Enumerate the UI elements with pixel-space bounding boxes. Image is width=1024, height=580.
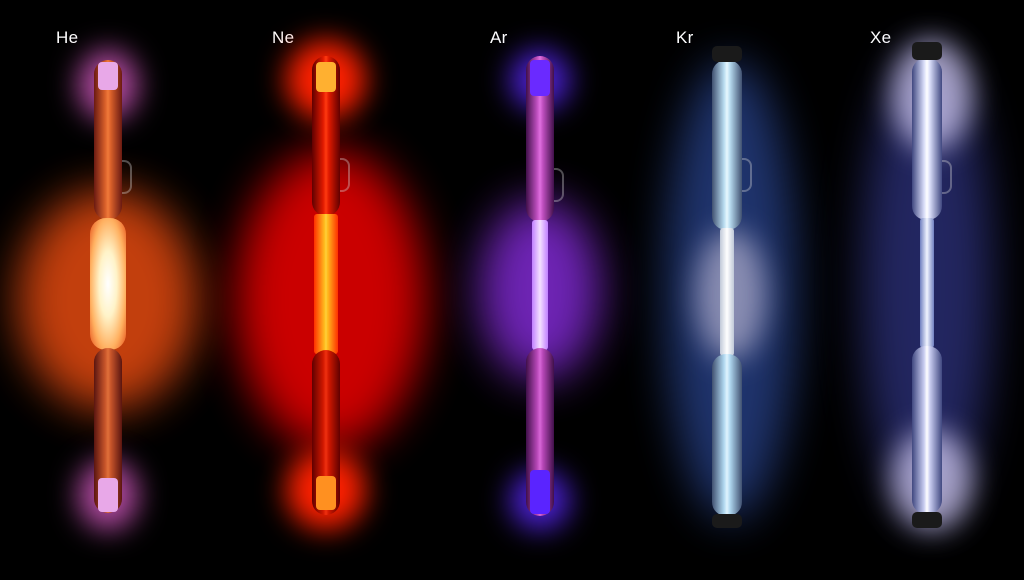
tube-argon: Ar bbox=[440, 0, 640, 580]
side-arm-he bbox=[122, 160, 132, 194]
electrode-he-top bbox=[98, 62, 118, 90]
side-arm-ar bbox=[554, 168, 564, 202]
cap-xe-top bbox=[912, 42, 942, 60]
tube-body-xe-upper bbox=[912, 58, 942, 220]
label-kr: Kr bbox=[676, 28, 694, 47]
cap-kr-top bbox=[712, 46, 742, 62]
capillary-he bbox=[90, 218, 126, 350]
tube-body-kr-lower bbox=[712, 354, 742, 516]
label-he: He bbox=[56, 28, 79, 47]
cap-xe-bottom bbox=[912, 512, 942, 528]
label-ar: Ar bbox=[490, 28, 508, 47]
cap-kr-bottom bbox=[712, 514, 742, 528]
side-arm-xe bbox=[942, 160, 952, 194]
electrode-ne-bottom bbox=[316, 476, 336, 510]
capillary-ne bbox=[314, 214, 338, 354]
label-ne: Ne bbox=[272, 28, 295, 47]
electrode-ne-top bbox=[316, 62, 336, 92]
electrode-ar-bottom bbox=[530, 470, 550, 514]
side-arm-ne bbox=[340, 158, 350, 192]
capillary-kr bbox=[720, 228, 734, 356]
tube-body-kr-upper bbox=[712, 60, 742, 230]
tube-helium: He bbox=[8, 0, 208, 580]
tube-xenon: Xe bbox=[812, 0, 1012, 580]
tube-neon: Ne bbox=[226, 0, 426, 580]
capillary-ar bbox=[532, 220, 548, 350]
capillary-xe bbox=[920, 218, 934, 348]
tube-krypton: Kr bbox=[626, 0, 826, 580]
electrode-ar-top bbox=[530, 60, 550, 96]
electrode-he-bottom bbox=[98, 478, 118, 512]
side-arm-kr bbox=[742, 158, 752, 192]
tube-body-xe-lower bbox=[912, 346, 942, 514]
label-xe: Xe bbox=[870, 28, 892, 47]
